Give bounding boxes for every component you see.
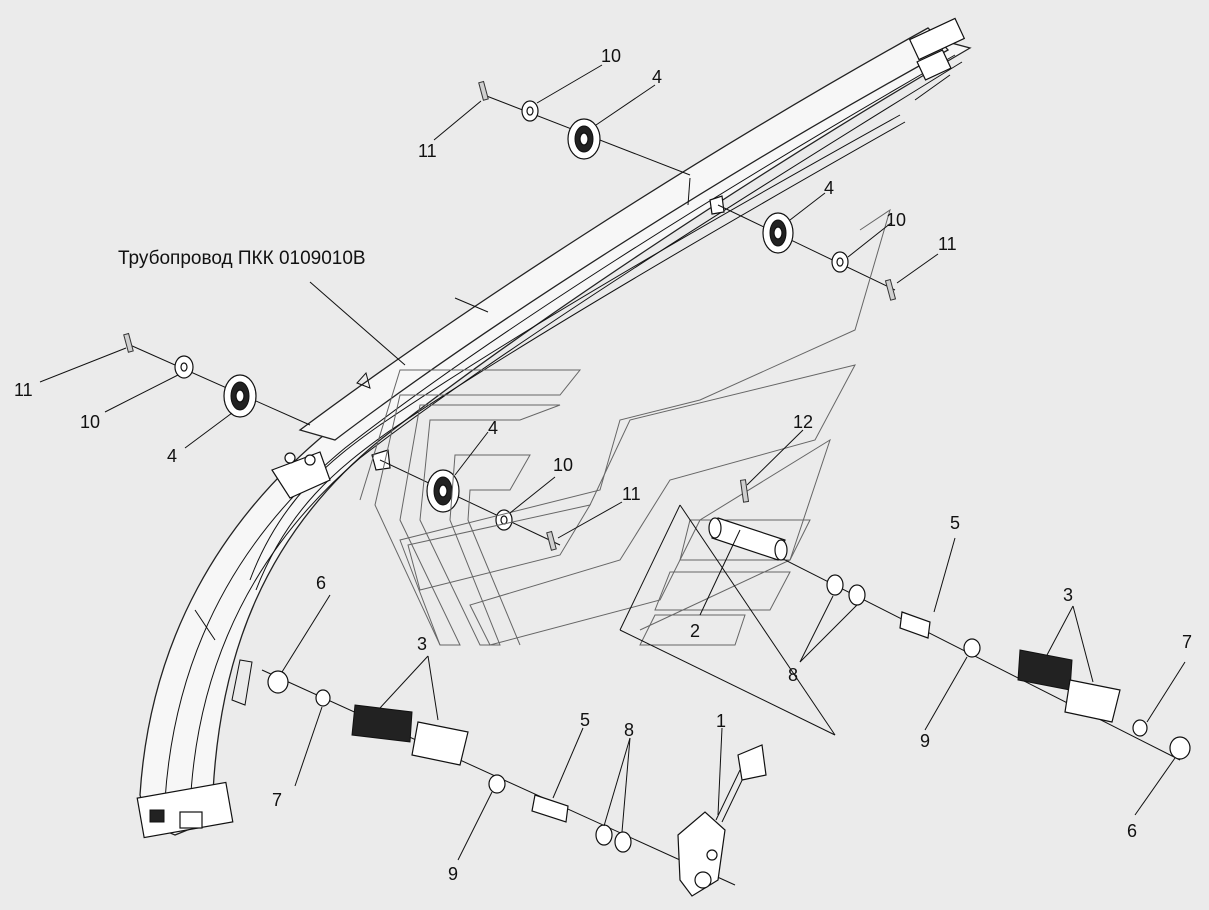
label-10: 10 <box>553 455 573 475</box>
boom-outer-shell <box>139 39 972 836</box>
label-3: 3 <box>417 634 427 654</box>
phantom-outlines <box>359 208 891 646</box>
label-7: 7 <box>1182 632 1192 652</box>
pin-12 <box>739 479 750 503</box>
label-7: 7 <box>272 790 282 810</box>
label-11: 11 <box>418 141 437 161</box>
label-10: 10 <box>80 412 100 432</box>
label-4: 4 <box>167 446 177 466</box>
label-5: 5 <box>950 513 960 533</box>
label-9: 9 <box>920 731 930 751</box>
label-1: 1 <box>716 711 726 731</box>
boom-pipe <box>249 114 901 581</box>
label-11: 11 <box>14 380 33 400</box>
washer-7 <box>1132 719 1148 737</box>
label-6: 6 <box>316 573 326 593</box>
clamp-3 <box>1017 649 1073 691</box>
roller-group-top <box>478 80 691 176</box>
label-8: 8 <box>788 665 798 685</box>
axle-assembly-right <box>619 479 1191 761</box>
tensioner-1 <box>677 744 767 897</box>
label-12: 12 <box>793 412 813 432</box>
label-10: 10 <box>601 46 621 66</box>
bushing-5 <box>899 611 931 639</box>
pipeline-label: Трубопровод ПКК 0109010В <box>118 248 366 269</box>
label-6: 6 <box>1127 821 1137 841</box>
plate-3 <box>411 721 469 766</box>
boom-joint-2 <box>687 177 691 206</box>
label-4: 4 <box>824 178 834 198</box>
label-5: 5 <box>580 710 590 730</box>
washer-8 <box>848 584 866 606</box>
axle-2 <box>711 517 786 561</box>
callout-labels: Трубопровод ПКК 0109010В 10 4 11 4 10 11… <box>14 46 1192 884</box>
boom-edge-line-2 <box>189 61 963 811</box>
label-3: 3 <box>1063 585 1073 605</box>
nut-6 <box>1169 736 1191 760</box>
washer-8 <box>614 831 632 853</box>
nut-6 <box>267 670 289 694</box>
cotter-pin-11 <box>123 332 134 353</box>
cotter-pin-11 <box>884 278 897 301</box>
clamp-3 <box>351 704 413 743</box>
leader-lines <box>39 64 1186 861</box>
label-2: 2 <box>690 621 700 641</box>
roller-group-right <box>717 204 897 301</box>
cotter-pin-11 <box>478 80 489 101</box>
washer-8 <box>595 824 613 846</box>
label-9: 9 <box>448 864 458 884</box>
label-10: 10 <box>886 210 906 230</box>
boom-marker <box>356 371 371 389</box>
roller-group-left <box>123 332 311 426</box>
plate-3 <box>1064 679 1121 723</box>
boom-joint-1 <box>454 297 489 313</box>
label-11: 11 <box>622 484 641 504</box>
axle-assembly-left <box>261 669 767 897</box>
label-8: 8 <box>624 720 634 740</box>
boom-bottom-fitting <box>136 609 253 839</box>
label-4: 4 <box>488 418 498 438</box>
washer-9 <box>963 638 981 658</box>
washer-9 <box>488 774 506 794</box>
washer-8 <box>826 574 844 596</box>
cotter-pin-11 <box>546 530 557 551</box>
boom-edge-line-1 <box>164 54 956 801</box>
boom-top-fitting <box>908 17 966 101</box>
boom-pipe-2 <box>255 121 906 591</box>
roller-bracket-1 <box>271 451 331 499</box>
roller-group-middle <box>379 459 561 551</box>
washer-7 <box>315 689 331 707</box>
roller-bracket-2 <box>371 195 725 471</box>
boom <box>136 17 972 839</box>
bushing-5 <box>531 794 569 823</box>
label-4: 4 <box>652 67 662 87</box>
label-11: 11 <box>938 234 957 254</box>
